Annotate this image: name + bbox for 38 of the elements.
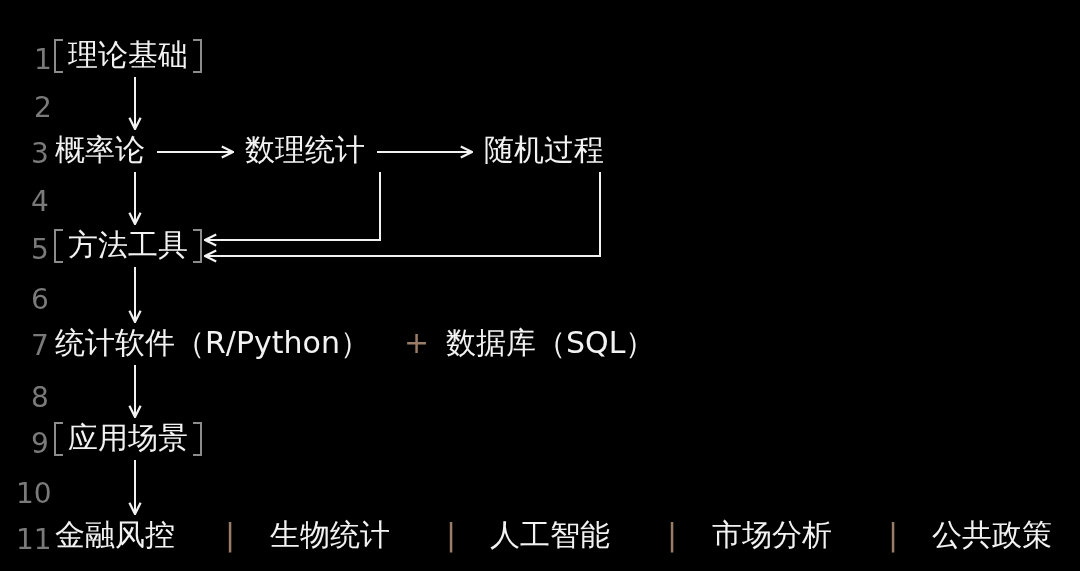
line-number: 10: [16, 476, 52, 512]
topic-label: 人工智能: [490, 515, 610, 555]
section-heading: 应用场景: [52, 418, 204, 458]
separator: |: [667, 516, 678, 555]
section-heading: 理论基础: [52, 35, 204, 75]
arrow: [203, 171, 381, 247]
line-number: 5: [31, 232, 49, 268]
separator: +: [404, 324, 430, 362]
arrow: [376, 145, 474, 159]
line-number: 11: [16, 522, 52, 558]
line-number: 9: [31, 426, 49, 462]
arrow: [128, 459, 142, 516]
line-number: 4: [31, 184, 49, 220]
topic-label: 统计软件（R/Python）: [55, 323, 370, 363]
topic-label: 数据库（SQL）: [446, 323, 656, 363]
section-heading: 方法工具: [52, 225, 204, 265]
line-number: 2: [34, 90, 52, 126]
separator: |: [446, 516, 457, 555]
arrow: [156, 145, 235, 159]
arrow: [128, 171, 142, 226]
topic-label: 市场分析: [712, 515, 832, 555]
topic-label: 公共政策: [932, 515, 1052, 555]
topic-label: 生物统计: [270, 515, 390, 555]
line-number: 6: [31, 282, 49, 318]
topic-label: 数理统计: [245, 130, 365, 170]
topic-label: 随机过程: [484, 130, 604, 170]
line-number: 3: [31, 136, 49, 172]
arrow: [203, 171, 601, 263]
arrow: [128, 266, 142, 324]
separator: |: [225, 516, 236, 555]
arrow: [128, 76, 142, 131]
line-number: 8: [31, 380, 49, 416]
topic-label: 金融风控: [55, 515, 175, 555]
line-number: 1: [34, 42, 52, 78]
arrow: [128, 364, 142, 419]
separator: |: [888, 516, 899, 555]
line-number: 7: [31, 328, 49, 364]
topic-label: 概率论: [55, 130, 145, 170]
